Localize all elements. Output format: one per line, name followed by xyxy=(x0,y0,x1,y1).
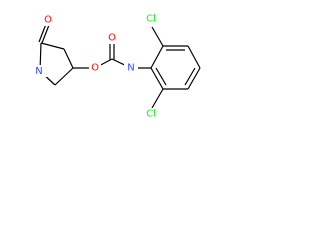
bond-aryl-c1-c2 xyxy=(150,45,164,69)
atom-label-amide-nitrogen: N xyxy=(124,62,138,74)
atom-label-carbamate-carbonyl-oxygen: O xyxy=(106,32,118,44)
atom-text-ring-carbonyl-oxygen: O xyxy=(44,15,52,26)
atom-label-ring-carbonyl-oxygen: O xyxy=(43,14,53,26)
bond-ring-c3-c4 xyxy=(63,48,74,69)
atom-text-carbamate-carbonyl-oxygen: O xyxy=(108,33,116,44)
atom-text-chlorine-bottom: Cl xyxy=(146,109,156,120)
atom-label-chlorine-top: Cl xyxy=(143,13,160,26)
atom-text-ring-nitrogen: N xyxy=(35,66,42,77)
atom-label-chlorine-bottom: Cl xyxy=(143,108,160,121)
bond-aryl-c3-c4 xyxy=(187,45,201,69)
bond-aryl-cl-top xyxy=(151,26,164,47)
bond-aryl-c4-c5 xyxy=(187,67,201,90)
bond-aryl-c6-c1 xyxy=(150,67,164,90)
bond-aryl-inner-2 xyxy=(184,67,196,86)
bond-aryl-cl-bottom xyxy=(151,88,164,109)
atom-label-ring-nitrogen: N xyxy=(32,65,47,77)
atom-text-amide-nitrogen: N xyxy=(127,63,134,74)
bond-ring-c2-o-a xyxy=(38,23,47,43)
molecule-structure: O N O O N Cl Cl xyxy=(32,13,201,121)
bond-ring-c2-c3 xyxy=(40,42,65,50)
bond-aryl-inner-3 xyxy=(155,67,167,86)
atom-text-chlorine-top: Cl xyxy=(146,14,156,25)
atom-text-carbamate-oxygen: O xyxy=(91,63,99,74)
bond-ring-c4-c5 xyxy=(54,67,74,86)
bond-ring-c2-o-b xyxy=(41,24,50,44)
atom-label-carbamate-oxygen: O xyxy=(89,62,101,74)
